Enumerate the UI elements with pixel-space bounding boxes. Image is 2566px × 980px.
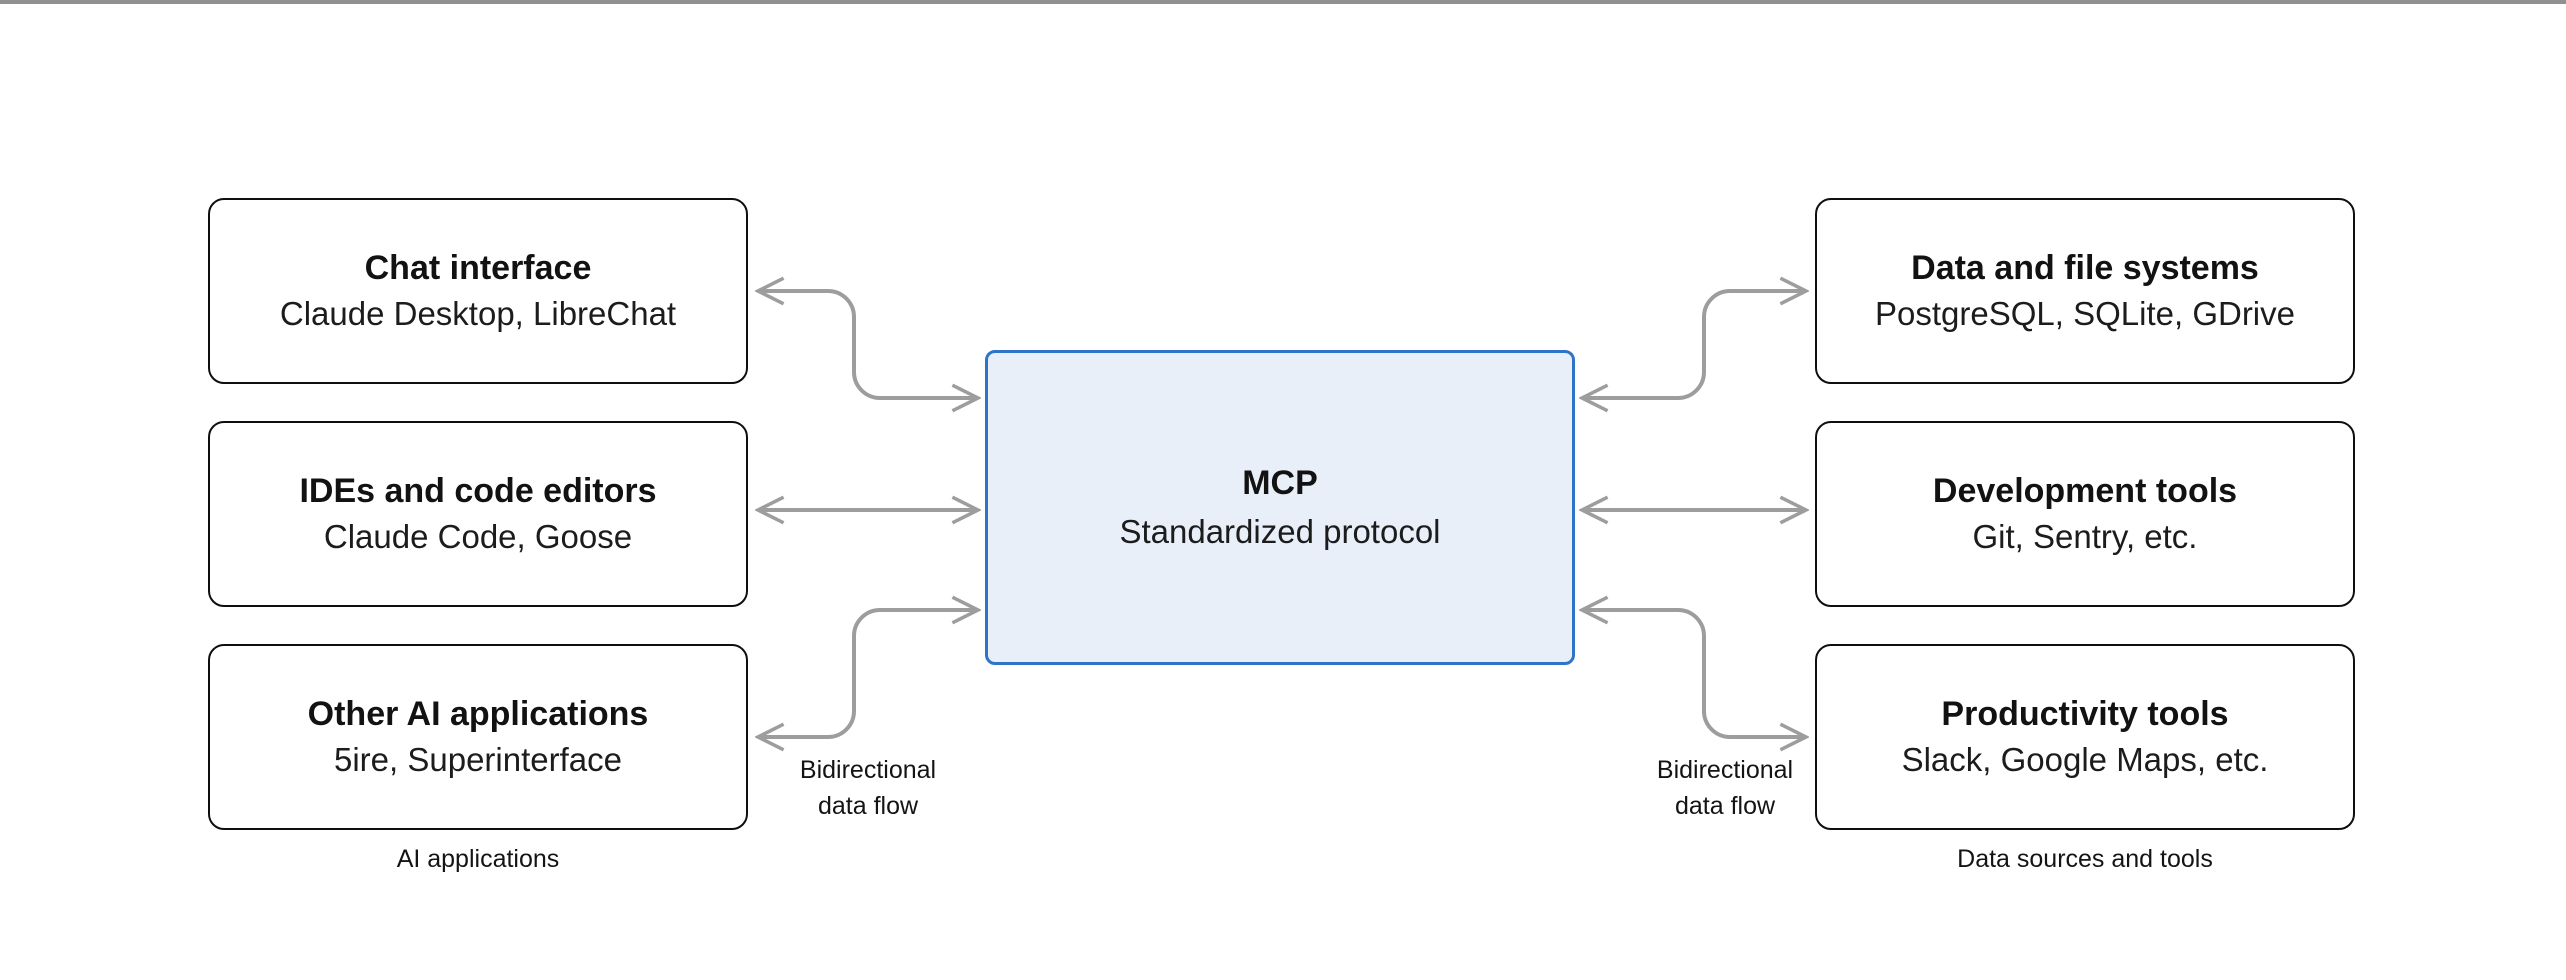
box-title: MCP: [1242, 463, 1318, 502]
box-subtitle: 5ire, Superinterface: [334, 741, 622, 779]
box-ides-code-editors: IDEs and code editors Claude Code, Goose: [208, 421, 748, 607]
box-subtitle: Claude Code, Goose: [323, 518, 633, 556]
caption-ai-applications: AI applications: [396, 845, 560, 873]
box-title: Other AI applications: [307, 694, 649, 733]
box-mcp: MCP Standardized protocol: [985, 350, 1575, 665]
flow-label-line2: data flow: [1674, 791, 1776, 820]
box-title: Productivity tools: [1941, 694, 2229, 733]
connector-mcp-to-data-systems: [1582, 291, 1806, 398]
box-chat-interface: Chat interface Claude Desktop, LibreChat: [208, 198, 748, 384]
flow-label-line1: Bidirectional: [799, 756, 937, 784]
box-development-tools: Development tools Git, Sentry, etc.: [1815, 421, 2355, 607]
connector-chat-to-mcp: [758, 291, 978, 398]
box-data-file-systems: Data and file systems PostgreSQL, SQLite…: [1815, 198, 2355, 384]
bidirectional-data-flow-label-right: Bidirectional data flow: [1605, 753, 1845, 824]
box-subtitle: Claude Desktop, LibreChat: [279, 295, 677, 333]
box-subtitle: Standardized protocol: [1119, 513, 1441, 551]
box-other-ai-applications: Other AI applications 5ire, Superinterfa…: [208, 644, 748, 830]
flow-label-line2: data flow: [817, 791, 919, 820]
box-title: Data and file systems: [1911, 248, 2259, 287]
connector-other-ai-to-mcp: [758, 610, 978, 737]
flow-label-line1: Bidirectional: [1656, 756, 1794, 784]
box-subtitle: PostgreSQL, SQLite, GDrive: [1875, 295, 2295, 333]
box-title: IDEs and code editors: [299, 471, 657, 510]
box-title: Chat interface: [364, 248, 592, 287]
box-title: Development tools: [1932, 471, 2238, 510]
caption-data-sources-and-tools: Data sources and tools: [1957, 845, 2213, 873]
box-subtitle: Git, Sentry, etc.: [1972, 518, 2198, 556]
connector-mcp-to-productivity: [1582, 610, 1806, 737]
top-divider-line: [0, 0, 2566, 4]
bidirectional-data-flow-label-left: Bidirectional data flow: [748, 753, 988, 824]
box-subtitle: Slack, Google Maps, etc.: [1901, 741, 2269, 779]
box-productivity-tools: Productivity tools Slack, Google Maps, e…: [1815, 644, 2355, 830]
